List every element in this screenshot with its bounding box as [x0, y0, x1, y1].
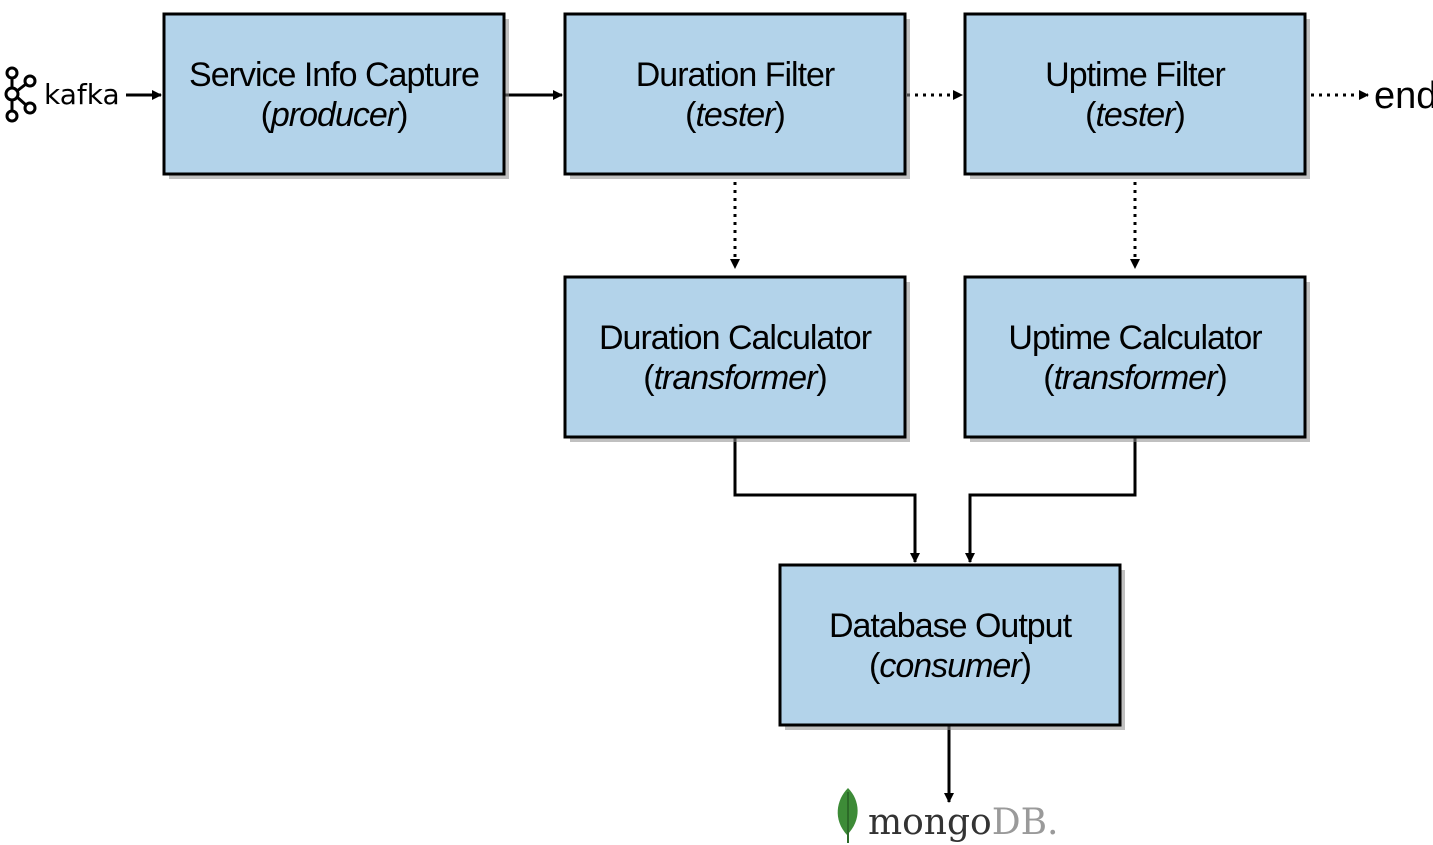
node-duration-calculator: Duration Calculator (transformer) [563, 275, 910, 442]
edge-uptime-calculator-to-output [965, 438, 1137, 563]
kafka-label: kafka [44, 78, 120, 111]
node-service-info-capture: Service Info Capture (producer) [162, 12, 509, 179]
node-title: Database Output [829, 607, 1073, 645]
node-role: (tester) [685, 96, 785, 134]
connectors [126, 90, 1369, 803]
end-label: end [1374, 75, 1433, 117]
mongodb-label: mongoDB. [868, 802, 1058, 843]
kafka-logo-icon [4, 66, 37, 123]
node-uptime-calculator: Uptime Calculator (transformer) [963, 275, 1310, 442]
node-role: (transformer) [643, 359, 826, 397]
node-title: Duration Filter [636, 56, 835, 94]
node-title: Service Info Capture [189, 56, 479, 94]
node-role: (producer) [261, 96, 408, 134]
node-duration-filter: Duration Filter (tester) [563, 12, 910, 179]
node-title: Uptime Filter [1045, 56, 1225, 94]
node-title: Duration Calculator [599, 319, 872, 357]
node-role: (tester) [1085, 96, 1185, 134]
node-database-output: Database Output (consumer) [778, 563, 1125, 730]
node-role: (consumer) [869, 647, 1031, 685]
node-role: (transformer) [1043, 359, 1226, 397]
node-title: Uptime Calculator [1008, 319, 1262, 357]
mongodb-leaf-icon [837, 788, 858, 843]
edge-duration-calculator-to-output [733, 438, 920, 563]
node-uptime-filter: Uptime Filter (tester) [963, 12, 1310, 179]
